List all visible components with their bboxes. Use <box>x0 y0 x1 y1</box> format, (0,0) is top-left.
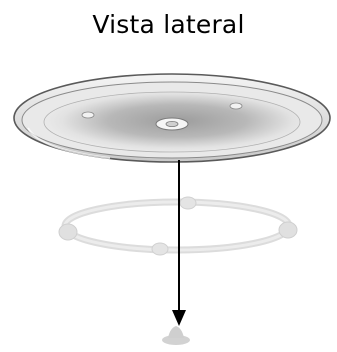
turntable-tray <box>14 74 330 162</box>
coupler <box>162 326 190 345</box>
assembly-arrow <box>172 160 186 326</box>
